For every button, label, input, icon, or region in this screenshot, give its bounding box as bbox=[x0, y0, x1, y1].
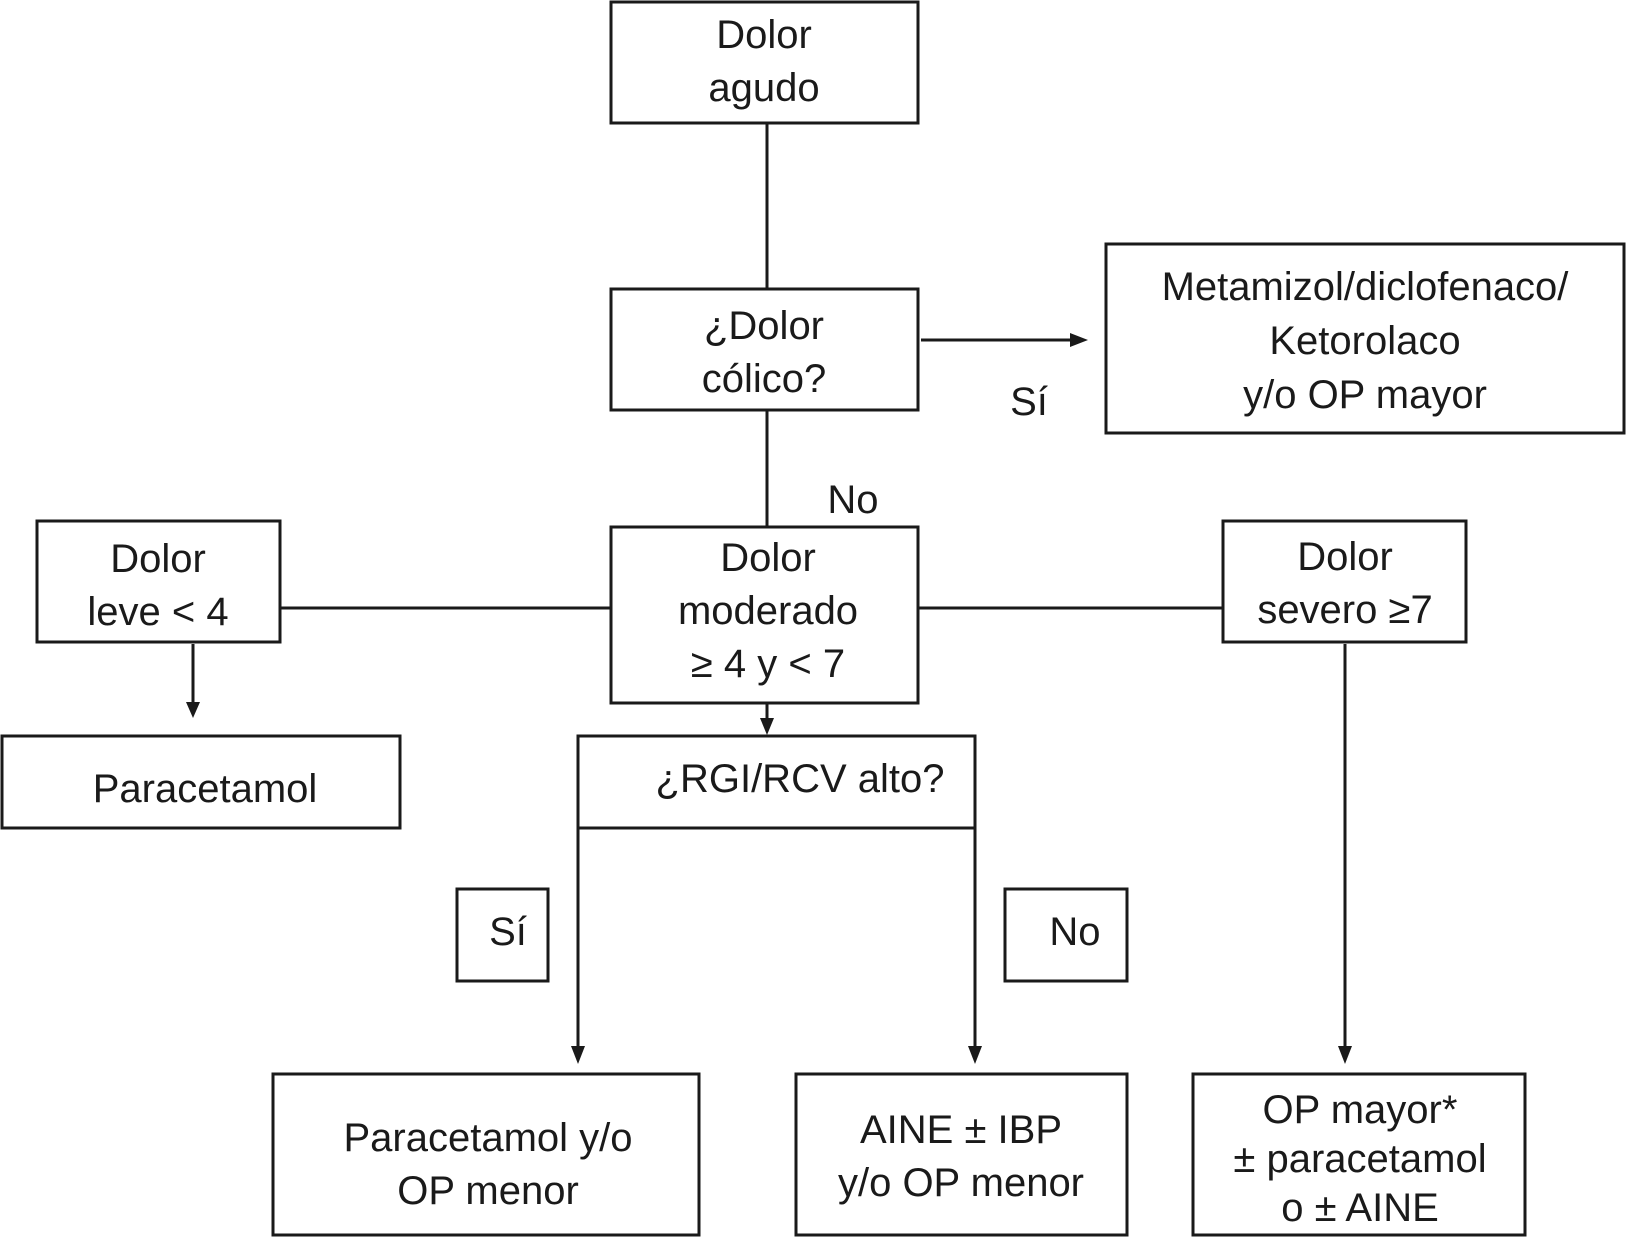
node-op-mayor-line-3: o ± AINE bbox=[1281, 1186, 1439, 1230]
node-aine-ibp-line-1: AINE ± IBP bbox=[860, 1108, 1062, 1152]
node-aine-ibp bbox=[794, 1072, 1129, 1237]
node-dolor-moderado-line-3: ≥ 4 y < 7 bbox=[691, 642, 845, 686]
arrowhead-metamizol bbox=[1070, 333, 1088, 347]
node-colico-question bbox=[609, 287, 920, 412]
node-op-mayor-line-2: ± paracetamol bbox=[1233, 1137, 1486, 1181]
node-dolor-leve-line-2: leve < 4 bbox=[87, 590, 228, 634]
node-dolor-severo-line-1: Dolor bbox=[1297, 535, 1393, 579]
node-dolor-agudo-line-1: Dolor bbox=[716, 13, 812, 57]
node-dolor-agudo bbox=[609, 0, 920, 125]
node-no-label-box-text: No bbox=[1049, 910, 1100, 954]
arrowhead-aine bbox=[968, 1046, 982, 1064]
node-op-mayor-line-1: OP mayor* bbox=[1263, 1088, 1458, 1132]
node-paracetamol-line-1: Paracetamol bbox=[93, 767, 318, 811]
node-paracetamol bbox=[0, 734, 402, 830]
node-colico-question-line-1: ¿Dolor bbox=[704, 304, 824, 348]
node-no-label-box bbox=[1003, 887, 1129, 983]
node-rgi-question bbox=[576, 734, 977, 830]
arrowhead-rgi bbox=[760, 718, 774, 735]
node-op-mayor bbox=[1191, 1072, 1527, 1237]
edge-label-si: Sí bbox=[1010, 380, 1048, 424]
node-colico-question-line-2: cólico? bbox=[702, 357, 827, 401]
node-metamizol-line-2: Ketorolaco bbox=[1269, 319, 1460, 363]
arrowhead-para-op bbox=[571, 1046, 585, 1064]
arrowhead-op-mayor bbox=[1338, 1046, 1352, 1064]
node-dolor-severo-line-2: severo ≥7 bbox=[1257, 588, 1432, 632]
node-paracetamol-op-menor-line-2: OP menor bbox=[397, 1169, 579, 1213]
node-dolor-leve bbox=[35, 519, 282, 644]
edge-labels: Sí No bbox=[827, 380, 1047, 522]
arrowhead-paracetamol bbox=[186, 702, 200, 718]
node-si-label-box-text: Sí bbox=[489, 910, 527, 954]
node-si-label-box bbox=[455, 887, 550, 983]
connectors bbox=[186, 123, 1352, 1064]
node-paracetamol-op-menor bbox=[271, 1072, 701, 1237]
node-dolor-moderado-line-2: moderado bbox=[678, 589, 858, 633]
node-rgi-question-line-1: ¿RGI/RCV alto? bbox=[656, 757, 945, 801]
node-dolor-moderado bbox=[609, 525, 920, 705]
node-aine-ibp-line-2: y/o OP menor bbox=[838, 1161, 1084, 1205]
node-dolor-severo bbox=[1221, 519, 1468, 644]
node-metamizol-line-3: y/o OP mayor bbox=[1243, 373, 1487, 417]
edge-label-no: No bbox=[827, 478, 878, 522]
node-metamizol-line-1: Metamizol/diclofenaco/ bbox=[1162, 265, 1570, 309]
node-paracetamol-op-menor-line-1: Paracetamol y/o bbox=[343, 1116, 632, 1160]
node-dolor-moderado-line-1: Dolor bbox=[720, 536, 816, 580]
node-dolor-leve-line-1: Dolor bbox=[110, 537, 206, 581]
node-metamizol bbox=[1104, 242, 1626, 435]
node-dolor-agudo-line-2: agudo bbox=[708, 66, 819, 110]
